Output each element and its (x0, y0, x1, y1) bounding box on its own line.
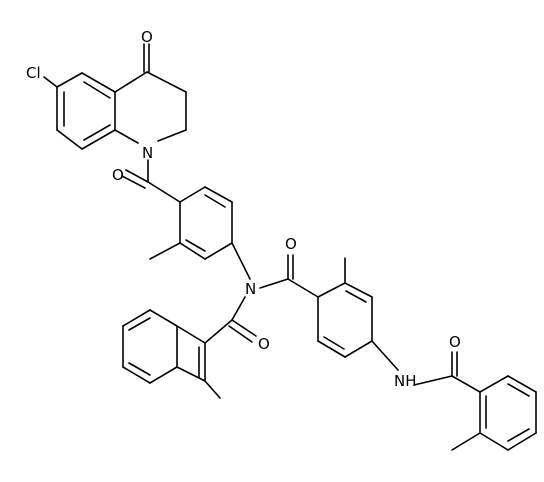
bond (56, 129, 83, 150)
bond (176, 366, 206, 382)
bond (149, 309, 178, 327)
bond (345, 290, 367, 303)
atom-label-nh: NH (394, 372, 417, 390)
bond (147, 181, 181, 203)
bond (146, 71, 187, 93)
bond (413, 375, 453, 386)
bond (56, 72, 83, 88)
bond (204, 242, 233, 260)
bond (507, 375, 537, 393)
atom-labels: O Cl N O N O O NH O (26, 28, 461, 390)
bond (81, 129, 116, 150)
bond (479, 375, 509, 393)
bond (451, 375, 481, 393)
bond (176, 325, 206, 344)
bond (231, 319, 257, 337)
bond (371, 340, 399, 371)
bond (122, 366, 151, 384)
bond (43, 76, 58, 88)
bond (121, 175, 146, 189)
bond (204, 319, 233, 344)
bond (114, 71, 148, 93)
bond (317, 282, 346, 298)
atom-label-oxygen: O (449, 333, 461, 351)
bond (259, 278, 289, 289)
atom-label-oxygen: O (285, 235, 297, 253)
bond (344, 282, 373, 298)
bond (479, 432, 509, 451)
bond (185, 239, 206, 252)
bond (114, 129, 139, 144)
bond (317, 340, 346, 358)
bond (122, 309, 151, 327)
bond (204, 186, 233, 203)
bond (125, 169, 149, 183)
bond (128, 317, 151, 331)
bond (231, 242, 251, 280)
atom-label-nitrogen: N (245, 280, 256, 298)
atom-label-oxygen: O (112, 166, 124, 184)
bond (231, 296, 246, 321)
atom-label-oxygen: O (141, 28, 153, 46)
bond (507, 383, 530, 397)
bond (83, 124, 111, 141)
bond (228, 325, 253, 343)
bond (507, 428, 530, 442)
atom-label-oxygen: O (258, 335, 270, 353)
bond (81, 72, 116, 93)
bond (451, 432, 481, 451)
bond (287, 278, 319, 298)
bond-lines (43, 43, 537, 451)
bond (149, 242, 181, 260)
bond (128, 362, 151, 376)
bond (204, 380, 221, 399)
bond (204, 194, 226, 208)
bond (83, 81, 111, 99)
bond (344, 340, 373, 358)
bond (157, 129, 187, 142)
bond (507, 432, 537, 451)
bond (323, 336, 345, 350)
bond (179, 242, 206, 260)
atom-label-nitrogen: N (142, 144, 153, 162)
atom-label-chlorine: Cl (26, 64, 41, 82)
bond (149, 366, 178, 384)
bond (179, 186, 206, 203)
